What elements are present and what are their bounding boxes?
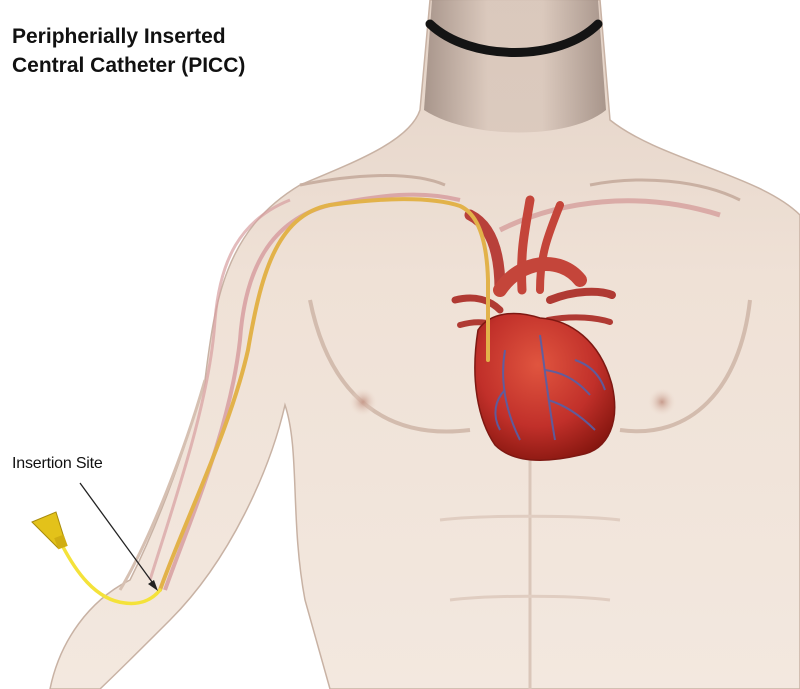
neck xyxy=(424,0,606,133)
diagram-title: Peripherially Inserted Central Catheter … xyxy=(12,22,245,80)
title-line-2: Central Catheter (PICC) xyxy=(12,51,245,80)
nipple-left xyxy=(648,388,676,416)
title-line-1: Peripherially Inserted xyxy=(12,22,245,51)
catheter-hub-icon xyxy=(32,512,68,549)
insertion-site-label: Insertion Site xyxy=(12,455,103,473)
nipple-right xyxy=(349,388,377,416)
